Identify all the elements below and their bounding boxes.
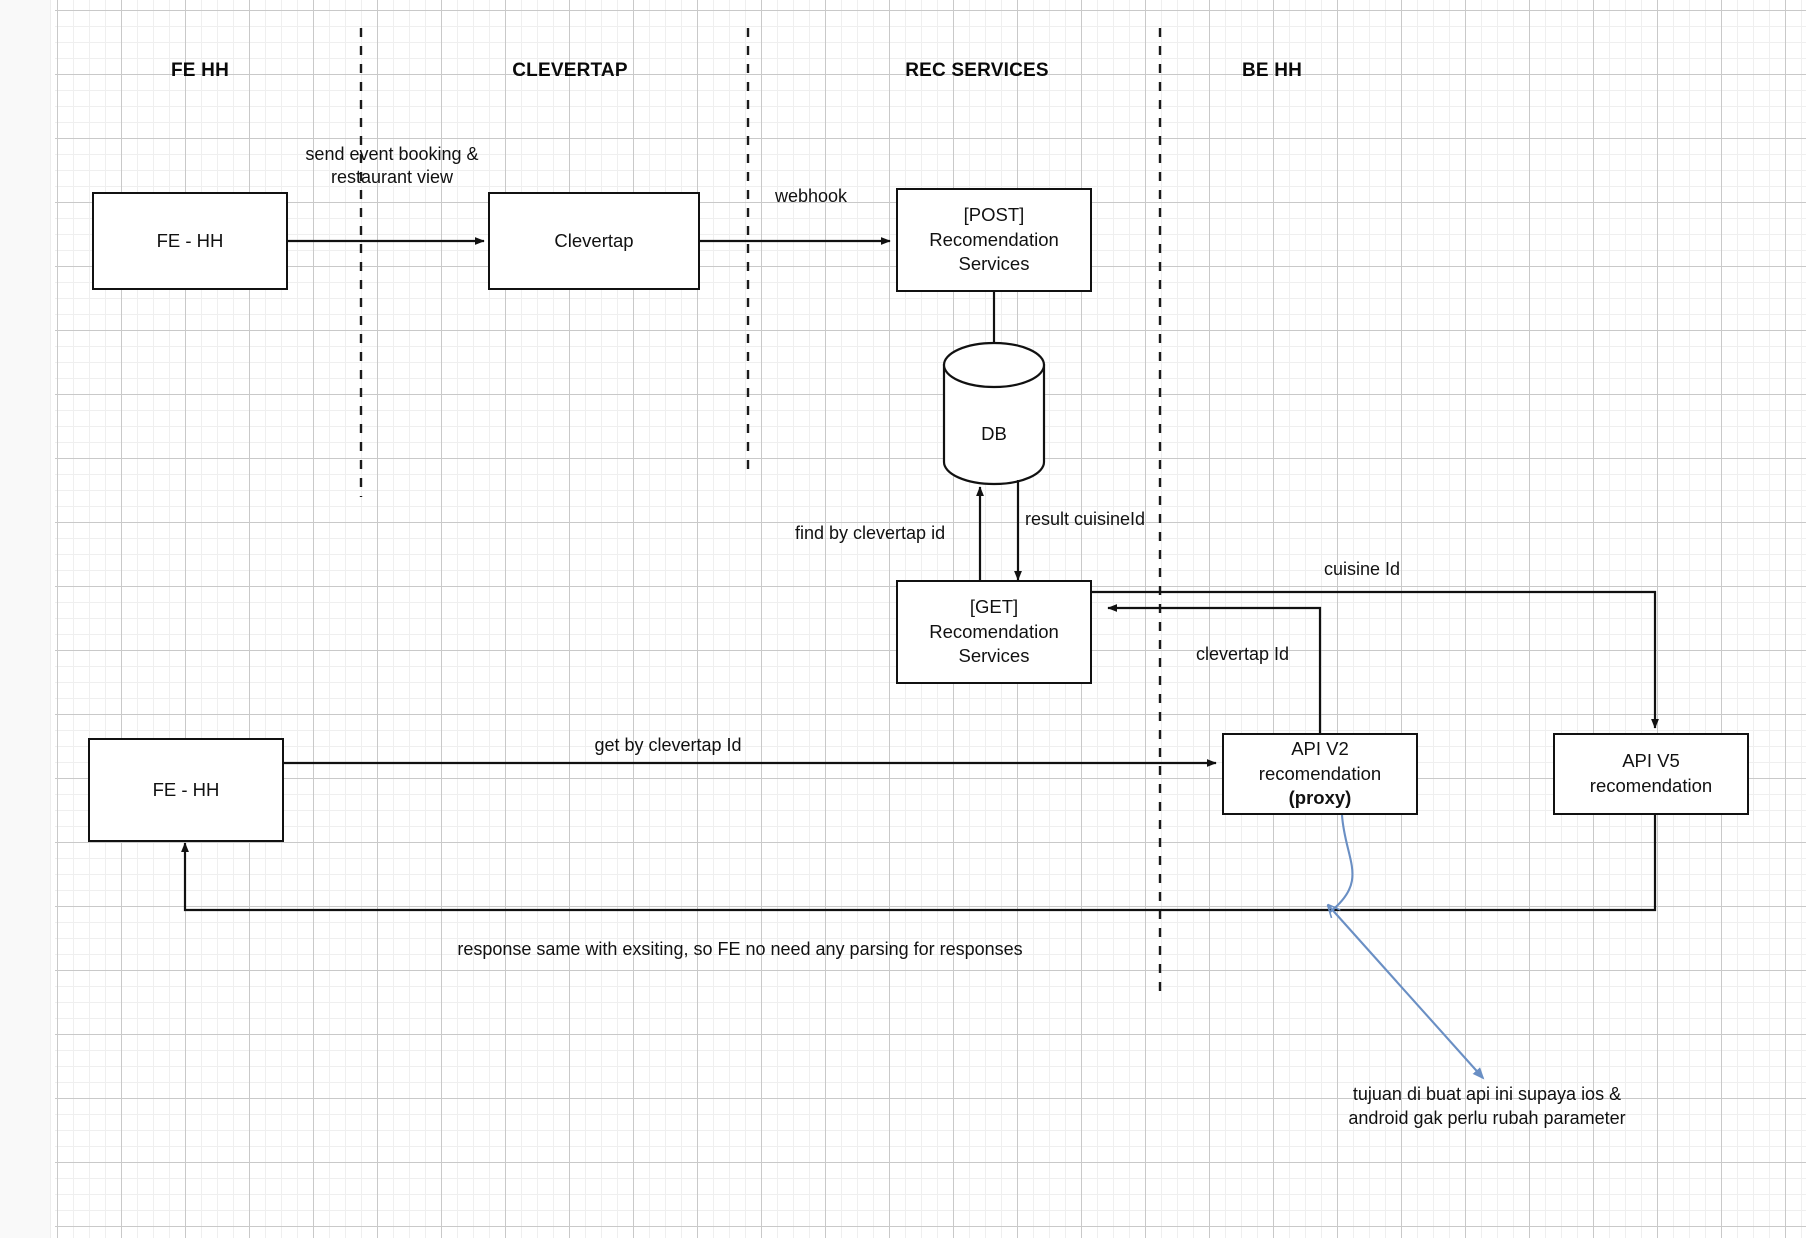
lane-title-rec-services: REC SERVICES bbox=[905, 60, 1049, 81]
annotation-text: tujuan di buat api ini supaya ios & andr… bbox=[1348, 1083, 1625, 1131]
lane-title-clevertap: CLEVERTAP bbox=[512, 60, 628, 81]
node-api-v2-line1: API V2 bbox=[1291, 738, 1349, 760]
node-db-label: DB bbox=[981, 423, 1007, 444]
node-api-v5-line1: API V5 bbox=[1622, 750, 1680, 772]
edge-label-clevertap-id: clevertap Id bbox=[1196, 644, 1290, 664]
edge-label-response-note: response same with exsiting, so FE no ne… bbox=[457, 939, 1023, 959]
node-post-line1: [POST] bbox=[963, 204, 1025, 226]
node-get-recomendation-services[interactable]: [GET] Recomendation Services bbox=[896, 580, 1092, 684]
node-clevertap-label: Clevertap bbox=[554, 229, 634, 251]
node-post-recomendation-services[interactable]: [POST] Recomendation Services bbox=[896, 188, 1092, 292]
edge-label-get-by-clevertap-id: get by clevertap Id bbox=[594, 735, 742, 755]
node-clevertap[interactable]: Clevertap bbox=[488, 192, 700, 290]
annotation-text-line1: tujuan di buat api ini supaya ios & bbox=[1352, 1084, 1622, 1104]
edge-label-webhook: webhook bbox=[775, 186, 848, 206]
annotation-text-line2: android gak perlu rubah parameter bbox=[1348, 1107, 1626, 1128]
node-api-v2-recomendation-proxy[interactable]: API V2 recomendation (proxy) bbox=[1222, 733, 1418, 815]
edge-label-cuisine-id: cuisine Id bbox=[1323, 559, 1401, 579]
lane-title-fe-hh: FE HH bbox=[171, 60, 229, 81]
node-post-line3: Services bbox=[958, 253, 1030, 275]
edge-label-result-cuisineid: result cuisineId bbox=[1025, 509, 1146, 529]
left-gutter-strip bbox=[0, 0, 51, 1238]
lane-title-be-hh: BE HH bbox=[1241, 60, 1303, 81]
edge-label-send-event-line2: restaurant view bbox=[330, 167, 454, 188]
edge-label-find-by-clevertap-id: find by clevertap id bbox=[795, 523, 946, 543]
node-post-line2: Recomendation bbox=[929, 228, 1059, 250]
node-api-v2-line2: recomendation bbox=[1258, 762, 1382, 784]
node-get-line3: Services bbox=[958, 645, 1030, 667]
node-get-line2: Recomendation bbox=[929, 620, 1059, 642]
node-fe-hh-top-label: FE - HH bbox=[156, 229, 224, 251]
node-fe-hh-top[interactable]: FE - HH bbox=[92, 192, 288, 290]
node-fe-hh-bottom[interactable]: FE - HH bbox=[88, 738, 284, 842]
edge-label-send-event-line1: send event booking & bbox=[305, 144, 479, 164]
node-api-v2-line3: (proxy) bbox=[1288, 787, 1352, 809]
node-fe-hh-bottom-label: FE - HH bbox=[152, 778, 220, 800]
node-api-v5-recomendation[interactable]: API V5 recomendation bbox=[1553, 733, 1749, 815]
node-api-v5-line2: recomendation bbox=[1589, 775, 1713, 796]
edge-label-send-event: send event booking & restaurant view bbox=[305, 143, 478, 189]
node-get-line1: [GET] bbox=[969, 596, 1019, 618]
